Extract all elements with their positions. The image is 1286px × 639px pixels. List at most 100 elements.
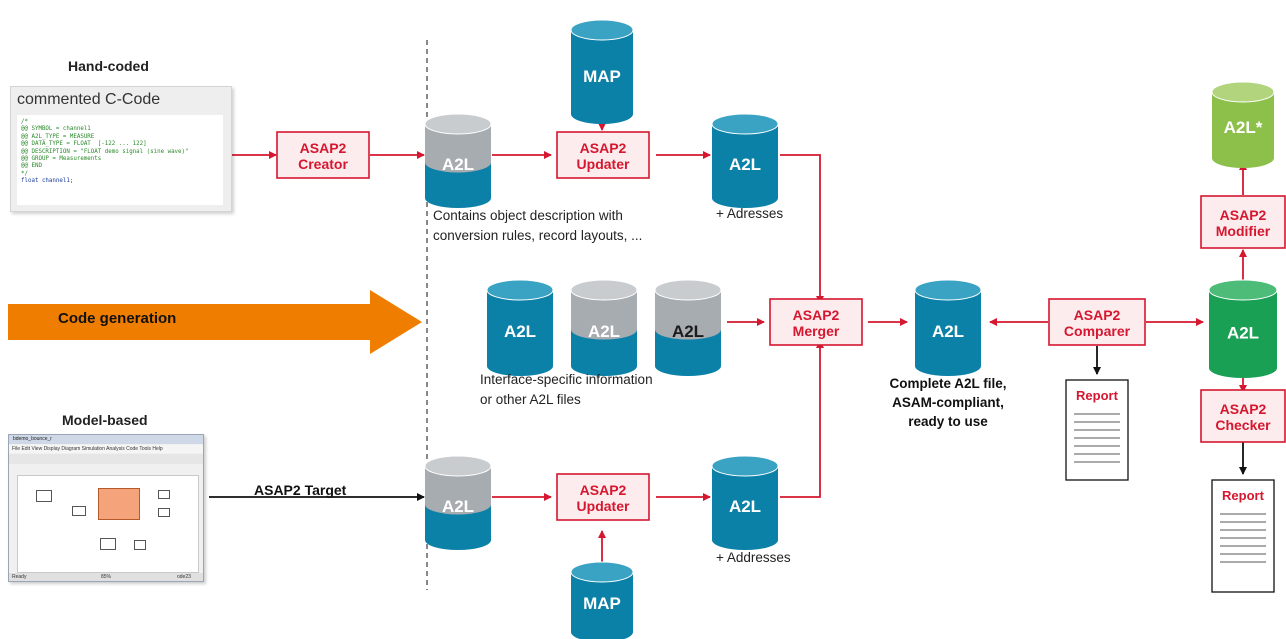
cylinder-cap	[570, 19, 634, 41]
cylinder-label: A2L	[1227, 323, 1259, 342]
code-line: @@ END	[21, 163, 42, 170]
code-line: /*	[21, 119, 28, 125]
c-code-listing: /* @@ SYMBOL = channel1 @@ A2L_TYPE = ME…	[17, 115, 223, 186]
cylinder-cap	[424, 455, 492, 477]
db-a2l-target-out: A2L	[424, 455, 492, 550]
cylinder-label: MAP	[583, 594, 621, 613]
simulink-window: bdemo_bounce_r File Edit View Display Di…	[8, 434, 204, 582]
cylinder-body	[915, 290, 981, 376]
tool-label-line2: Updater	[577, 498, 630, 514]
tool-box	[769, 298, 863, 346]
tool-label-line2: Updater	[577, 156, 630, 172]
tool-box	[556, 473, 650, 521]
caption-line: Contains object description with	[433, 208, 623, 223]
cylinder-label: A2L	[442, 497, 474, 516]
cylinder-cap	[486, 279, 554, 301]
code-line: float channel1;	[21, 178, 74, 185]
tool-box	[556, 131, 650, 179]
cylinder-body	[487, 290, 553, 376]
tool-label-line1: ASAP2	[580, 140, 627, 156]
db-a2l-iface-3: A2L	[654, 279, 722, 376]
cylinder-cap	[711, 455, 779, 477]
flow-shapes: ASAP2CreatorASAP2UpdaterASAP2MergerASAP2…	[276, 19, 1286, 639]
code-line: @@ DATA_TYPE = FLOAT [-122 ... 122]	[21, 141, 147, 148]
db-a2l-iface-1: A2L	[486, 279, 554, 376]
cylinder-cap	[654, 279, 722, 301]
window-title: bdemo_bounce_r	[13, 436, 52, 442]
caption-line: Interface-specific information	[480, 372, 653, 387]
report-checker: Report	[1211, 479, 1275, 593]
cylinder-cap	[570, 561, 634, 583]
code-line: @@ GROUP = Measurements	[21, 156, 102, 163]
tool-box	[1048, 298, 1146, 346]
cylinder-body	[655, 290, 721, 340]
gain-block	[100, 538, 116, 550]
tool-label-line1: ASAP2	[793, 307, 840, 323]
cylinder-label: A2L	[504, 322, 536, 341]
edge-a2l-to-merger-bottom	[780, 340, 824, 498]
cylinder-cap	[1208, 279, 1278, 301]
c-code-panel: commented C-Code /* @@ SYMBOL = channel1…	[10, 86, 232, 212]
report-label: Report	[1222, 488, 1265, 503]
code-line: @@ A2L_TYPE = MEASURE	[21, 133, 95, 140]
model-based-heading: Model-based	[62, 412, 148, 428]
tool-label-line1: ASAP2	[580, 482, 627, 498]
interface-caption: Interface-specific information or other …	[480, 370, 653, 410]
report-label: Report	[1076, 388, 1119, 403]
cylinder-body	[425, 466, 491, 515]
caption-line: or other A2L files	[480, 392, 581, 407]
edge-a2l-to-merger-top	[780, 154, 824, 304]
cylinder-label: A2L	[672, 322, 704, 341]
tool-label-line2: Checker	[1215, 417, 1271, 433]
tool-label-line2: Creator	[298, 156, 348, 172]
tool-label-line1: ASAP2	[1220, 207, 1267, 223]
c-code-sheet: /* @@ SYMBOL = channel1 @@ A2L_TYPE = ME…	[17, 115, 223, 205]
caption-line: ASAM-compliant,	[892, 395, 1004, 410]
tool-label-line1: ASAP2	[1074, 307, 1121, 323]
asap2-target-label: ASAP2 Target	[254, 482, 347, 498]
code-generation-arrow	[8, 290, 422, 354]
tool-box	[276, 131, 370, 179]
cylinder-label: A2L*	[1224, 118, 1263, 137]
model-block	[72, 506, 86, 516]
adresses-caption-top: + Adresses	[716, 206, 784, 221]
tool-label-line2: Merger	[793, 323, 840, 339]
window-statusbar: Ready 85% ode23	[9, 573, 203, 581]
model-canvas	[17, 475, 199, 573]
code-line: @@ DESCRIPTION = "FLOAT demo signal (sin…	[21, 148, 189, 155]
model-block	[134, 540, 146, 550]
cylinder-body	[571, 290, 637, 340]
cylinder-body	[1212, 92, 1274, 168]
tool-label-line1: ASAP2	[300, 140, 347, 156]
cylinder-cap	[570, 279, 638, 301]
cylinder-body	[425, 124, 491, 173]
caption-line: Complete A2L file,	[889, 376, 1007, 391]
status-solver: ode23	[177, 574, 191, 580]
tool-label-line2: Comparer	[1064, 323, 1131, 339]
cylinder-cap	[424, 113, 492, 135]
model-block	[36, 490, 52, 502]
cylinder-body	[1209, 290, 1277, 378]
addresses-caption-bottom: + Addresses	[716, 550, 791, 565]
code-line: @@ SYMBOL = channel1	[21, 126, 91, 133]
cylinder-cap	[711, 113, 779, 135]
model-block	[158, 490, 170, 499]
integrator-block	[98, 488, 140, 520]
tool-box	[1200, 389, 1286, 443]
db-a2l-iface-2: A2L	[570, 279, 638, 376]
report-comparer: Report	[1065, 379, 1129, 481]
caption-line: ready to use	[908, 414, 988, 429]
db-a2l-updater-bottom-out: A2L	[711, 455, 779, 550]
c-code-title: commented C-Code	[17, 91, 161, 108]
caption-line: conversion rules, record layouts, ...	[433, 228, 643, 243]
status-zoom: 85%	[101, 574, 112, 580]
status-ready: Ready	[12, 574, 27, 580]
cylinder-body	[571, 572, 633, 639]
cylinder-body	[571, 30, 633, 124]
